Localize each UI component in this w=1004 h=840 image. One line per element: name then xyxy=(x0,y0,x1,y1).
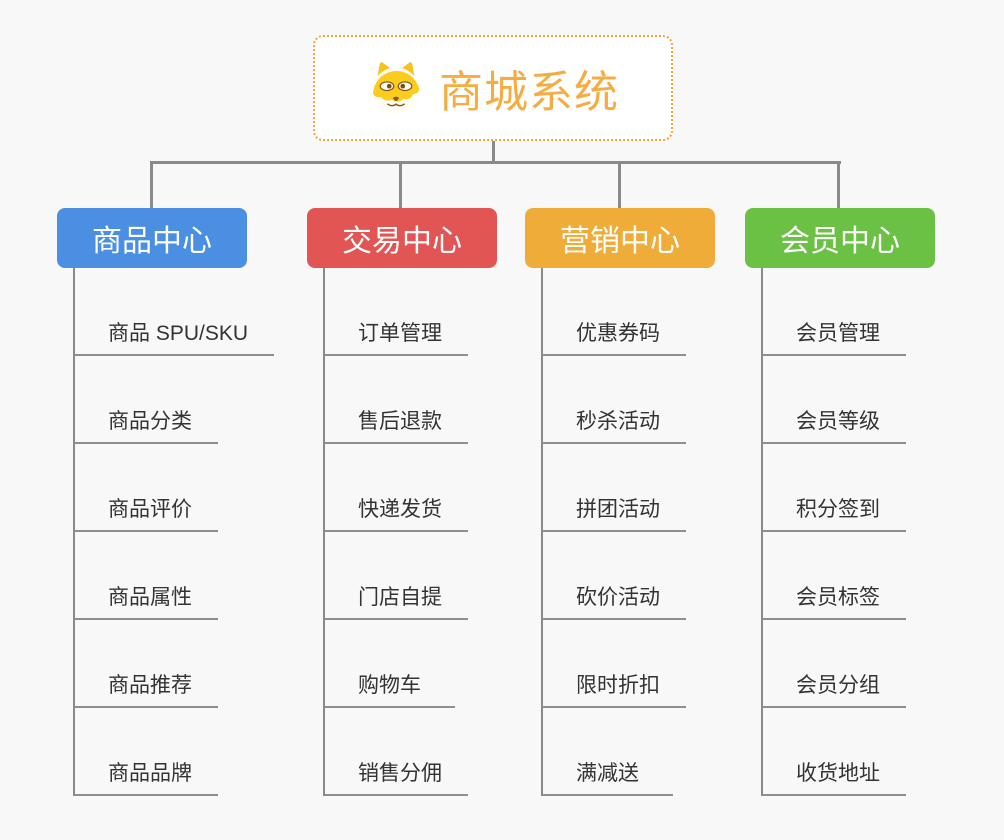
mindmap-item[interactable]: 砍价活动 xyxy=(543,532,686,620)
mindmap-item[interactable]: 商品推荐 xyxy=(75,620,218,708)
mindmap-item[interactable]: 商品 SPU/SKU xyxy=(75,268,275,356)
branch-items: 商品 SPU/SKU 商品分类 商品评价 商品属性 商品推荐 商品品牌 xyxy=(73,268,297,796)
branch-header-marketing-center[interactable]: 营销中心 xyxy=(525,208,715,268)
branch-trade-center: 交易中心 订单管理 售后退款 快递发货 门店自提 购物车 销售分佣 xyxy=(307,208,547,796)
mindmap-item[interactable]: 积分签到 xyxy=(763,444,906,532)
branch-marketing-center: 营销中心 优惠券码 秒杀活动 拼团活动 砍价活动 限时折扣 满减送 xyxy=(525,208,765,796)
mindmap-item[interactable]: 门店自提 xyxy=(325,532,468,620)
branch-header-trade-center[interactable]: 交易中心 xyxy=(307,208,497,268)
mindmap-item[interactable]: 快递发货 xyxy=(325,444,468,532)
root-stem-line xyxy=(492,140,495,163)
mindmap-item[interactable]: 优惠券码 xyxy=(543,268,686,356)
branch-bus-line xyxy=(150,161,841,164)
branch-drop-line xyxy=(837,161,840,209)
mindmap-item[interactable]: 购物车 xyxy=(325,620,455,708)
mindmap-item[interactable]: 售后退款 xyxy=(325,356,468,444)
mindmap-item[interactable]: 订单管理 xyxy=(325,268,468,356)
mindmap-item[interactable]: 商品属性 xyxy=(75,532,218,620)
branch-drop-line xyxy=(618,161,621,209)
mindmap-item[interactable]: 收货地址 xyxy=(763,708,906,796)
mindmap-item[interactable]: 满减送 xyxy=(543,708,673,796)
mindmap-item[interactable]: 拼团活动 xyxy=(543,444,686,532)
branch-items: 会员管理 会员等级 积分签到 会员标签 会员分组 收货地址 xyxy=(761,268,985,796)
branch-drop-line xyxy=(150,161,153,209)
mindmap-item[interactable]: 商品分类 xyxy=(75,356,218,444)
root-title: 商城系统 xyxy=(439,68,619,117)
branch-items: 订单管理 售后退款 快递发货 门店自提 购物车 销售分佣 xyxy=(323,268,547,796)
branch-items: 优惠券码 秒杀活动 拼团活动 砍价活动 限时折扣 满减送 xyxy=(541,268,765,796)
branch-product-center: 商品中心 商品 SPU/SKU 商品分类 商品评价 商品属性 商品推荐 商品品牌 xyxy=(57,208,297,796)
mindmap-item[interactable]: 会员分组 xyxy=(763,620,906,708)
mindmap-item[interactable]: 会员管理 xyxy=(763,268,906,356)
mindmap-item[interactable]: 商品品牌 xyxy=(75,708,218,796)
branch-member-center: 会员中心 会员管理 会员等级 积分签到 会员标签 会员分组 收货地址 xyxy=(745,208,985,796)
mindmap-item[interactable]: 限时折扣 xyxy=(543,620,686,708)
mindmap-item[interactable]: 商品评价 xyxy=(75,444,218,532)
mindmap-item[interactable]: 会员等级 xyxy=(763,356,906,444)
branch-header-product-center[interactable]: 商品中心 xyxy=(57,208,247,268)
branch-drop-line xyxy=(399,161,402,209)
mindmap-item[interactable]: 销售分佣 xyxy=(325,708,468,796)
mindmap-item[interactable]: 秒杀活动 xyxy=(543,356,686,444)
branch-header-member-center[interactable]: 会员中心 xyxy=(745,208,935,268)
mindmap-item[interactable]: 会员标签 xyxy=(763,532,906,620)
shiba-dog-icon xyxy=(367,61,425,115)
root-node[interactable]: 商城系统 xyxy=(313,35,673,141)
